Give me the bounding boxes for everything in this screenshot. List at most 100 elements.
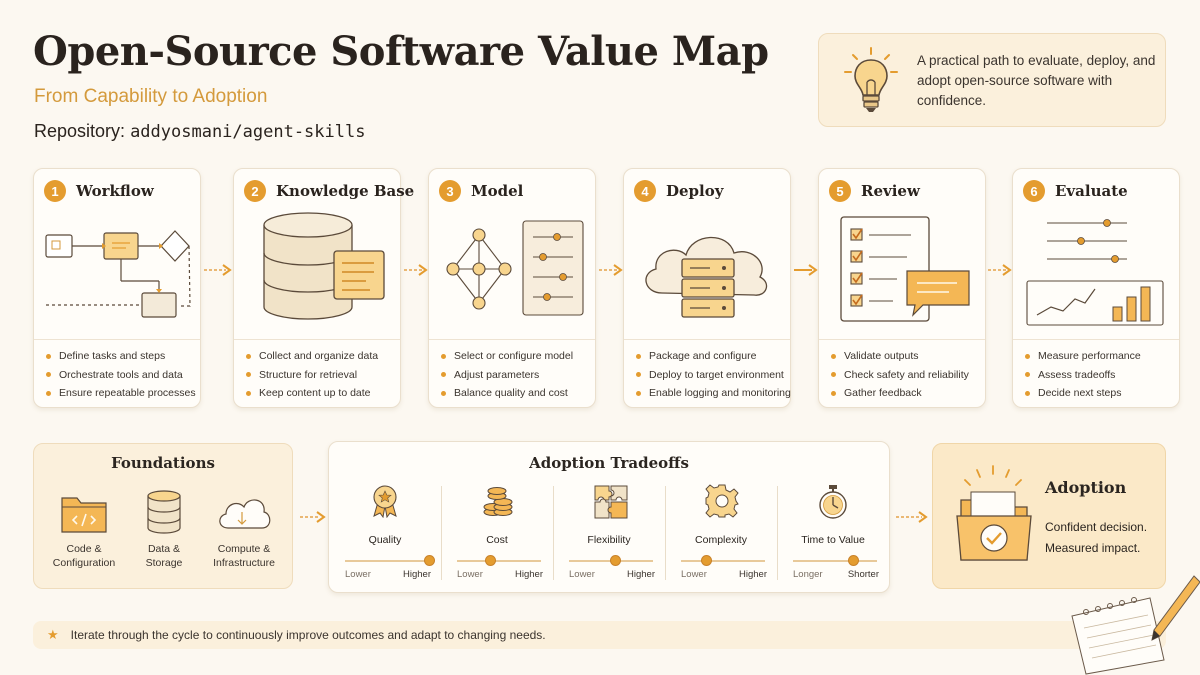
step-bullets: Validate outputs Check safety and reliab… [831, 347, 969, 403]
flow-arrow-icon [794, 264, 818, 276]
foundation-item[interactable]: Data &Storage [124, 490, 204, 570]
flow-arrow-icon [300, 511, 326, 523]
tradeoff-complexity: Complexity Lower Higher [671, 484, 771, 584]
flow-arrow-icon [988, 264, 1012, 276]
step-title: Workflow [76, 182, 154, 200]
step-card-evaluate[interactable]: 6 Evaluate Measure performance Assess tra… [1012, 168, 1180, 408]
puzzle-icon [594, 485, 628, 519]
gear-icon [705, 484, 739, 518]
tradeoffs-title: Adoption Tradeoffs [529, 454, 689, 472]
flow-arrow-icon [896, 511, 928, 523]
adoption-line: Measured impact. [1045, 541, 1141, 555]
list-item: Balance quality and cost [441, 384, 573, 403]
page-subtitle: From Capability to Adoption [34, 86, 268, 107]
tradeoff-name: Complexity [695, 534, 747, 546]
list-item: Structure for retrieval [246, 366, 378, 385]
tradeoff-name: Flexibility [587, 534, 631, 546]
list-item: Collect and organize data [246, 347, 378, 366]
folder-check-icon [956, 465, 1032, 561]
list-item: Validate outputs [831, 347, 969, 366]
lightbulb-icon [844, 47, 898, 112]
star-icon: ★ [47, 627, 59, 642]
flow-arrow-icon [599, 264, 623, 276]
step-card-workflow[interactable]: 1 Workflow Define tasks and steps Orchest… [33, 168, 201, 408]
list-item: Define tasks and steps [46, 347, 196, 366]
step-number-badge: 4 [634, 180, 656, 202]
tradeoff-slider-knob[interactable] [423, 555, 435, 566]
list-item: Gather feedback [831, 384, 969, 403]
stopwatch-icon [819, 485, 847, 519]
foundations-panel: Foundations Code &Configuration Data &St… [33, 443, 293, 589]
database-icon [263, 212, 385, 320]
intro-text: A practical path to evaluate, deploy, an… [917, 53, 1156, 108]
list-item: Adjust parameters [441, 366, 573, 385]
list-item: Measure performance [1025, 347, 1141, 366]
step-card-deploy[interactable]: 4 Deploy Package and configure Deploy to … [623, 168, 791, 408]
list-item: Ensure repeatable processes [46, 384, 196, 403]
foundations-title: Foundations [111, 454, 215, 472]
step-bullets: Package and configure Deploy to target e… [636, 347, 791, 403]
step-bullets: Measure performance Assess tradeoffs Dec… [1025, 347, 1141, 403]
list-item: Check safety and reliability [831, 366, 969, 385]
repository-name[interactable]: addyosmani/agent-skills [130, 122, 366, 142]
metrics-chart-icon [1026, 219, 1164, 326]
tradeoff-cost: Cost Lower Higher [447, 484, 547, 584]
step-title: Evaluate [1055, 182, 1128, 200]
code-folder-icon [61, 497, 107, 533]
database-icon [147, 490, 181, 534]
step-title: Review [861, 182, 920, 200]
foundation-item[interactable]: Code &Configuration [44, 490, 124, 570]
tradeoff-slider-knob[interactable] [700, 555, 712, 566]
step-number-badge: 6 [1023, 180, 1045, 202]
workflow-diagram-icon [45, 230, 191, 318]
tradeoff-name: Quality [368, 534, 402, 546]
tradeoff-flexibility: Flexibility Lower Higher [559, 484, 659, 584]
step-bullets: Define tasks and steps Orchestrate tools… [46, 347, 196, 403]
repository-line: Repository: addyosmani/agent-skills [34, 121, 365, 142]
step-number-badge: 1 [44, 180, 66, 202]
footer-note: ★ Iterate through the cycle to continuou… [33, 621, 1166, 649]
intro-card: A practical path to evaluate, deploy, an… [818, 33, 1166, 127]
cloud-icon [219, 499, 271, 529]
step-title: Knowledge Base [276, 182, 415, 200]
step-number-badge: 3 [439, 180, 461, 202]
step-bullets: Collect and organize data Structure for … [246, 347, 378, 403]
adoption-card[interactable]: Adoption Confident decision. Measured im… [932, 443, 1166, 589]
tradeoff-slider-knob[interactable] [609, 555, 621, 566]
flow-arrow-icon [404, 264, 428, 276]
step-number-badge: 5 [829, 180, 851, 202]
cloud-server-icon [645, 236, 768, 318]
list-item: Enable logging and monitoring [636, 384, 791, 403]
list-item: Keep content up to date [246, 384, 378, 403]
list-item: Assess tradeoffs [1025, 366, 1141, 385]
tradeoff-time-to-value: Time to Value Longer Shorter [783, 484, 883, 584]
adoption-line: Confident decision. [1045, 520, 1148, 534]
tradeoff-slider-knob[interactable] [847, 555, 859, 566]
coins-icon [483, 487, 513, 516]
list-item: Decide next steps [1025, 384, 1141, 403]
adoption-tradeoffs-panel: Adoption Tradeoffs Quality Lower Higher … [328, 441, 890, 593]
model-network-icon [446, 220, 584, 316]
list-item: Select or configure model [441, 347, 573, 366]
step-card-knowledge-base[interactable]: 2 Knowledge Base Collect and organize dat… [233, 168, 414, 408]
foundation-item[interactable]: Compute &Infrastructure [204, 490, 284, 570]
step-title: Deploy [666, 182, 724, 200]
tradeoff-slider-knob[interactable] [485, 555, 497, 566]
step-number-badge: 2 [244, 180, 266, 202]
tradeoff-name: Cost [486, 534, 508, 546]
checklist-icon [840, 216, 970, 322]
step-card-review[interactable]: 5 Review Validate outputs Check safety an… [818, 168, 986, 408]
tradeoff-name: Time to Value [801, 534, 865, 546]
flow-arrow-icon [204, 264, 232, 276]
repository-label: Repository: [34, 121, 126, 141]
list-item: Deploy to target environment [636, 366, 791, 385]
step-bullets: Select or configure model Adjust paramet… [441, 347, 573, 403]
adoption-title: Adoption [1045, 478, 1127, 497]
tradeoff-quality: Quality Lower Higher [335, 484, 435, 584]
list-item: Package and configure [636, 347, 791, 366]
notepad-pencil-icon [1071, 575, 1200, 675]
footer-text: Iterate through the cycle to continuousl… [70, 628, 546, 642]
list-item: Orchestrate tools and data [46, 366, 196, 385]
award-ribbon-icon [373, 485, 397, 518]
